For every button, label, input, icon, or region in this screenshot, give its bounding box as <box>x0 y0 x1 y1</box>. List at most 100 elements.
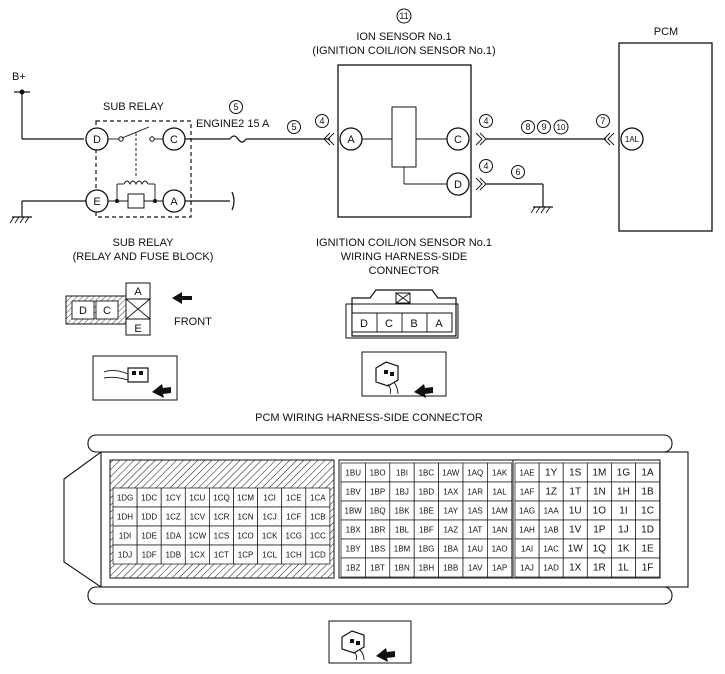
pcm-terminal-label: 1BB <box>443 564 458 573</box>
svg-text:1AL: 1AL <box>625 135 640 144</box>
pcm-terminal-label: 1CC <box>310 532 326 541</box>
connector-view-icon-pcm <box>328 620 412 664</box>
pcm-terminal-label: 1DH <box>117 513 133 522</box>
pcm-terminal-label: 1CT <box>214 551 229 560</box>
pcm-terminal-label: 1CK <box>262 532 278 541</box>
pcm-terminal-label: 1BP <box>370 488 385 497</box>
callout-4-d: 4 <box>483 161 488 171</box>
pcm-terminal-label: 1AZ <box>443 526 458 535</box>
pcm-terminal-label: 1BG <box>418 545 434 554</box>
pcm-terminal-label: 1CM <box>237 494 254 503</box>
pcm-terminal-label: 1AN <box>492 526 508 535</box>
callout-9: 9 <box>541 122 546 132</box>
ion-sensor-subtitle: (IGNITION COIL/ION SENSOR No.1) <box>312 45 495 57</box>
coil-connector-face: D C B A <box>345 289 459 339</box>
pcm-terminal-label: 1CZ <box>166 513 181 522</box>
ion-sensor-pin-c <box>446 127 470 151</box>
pcm-terminal-label: 1S <box>569 468 582 479</box>
pcm-terminal-label: 1DG <box>117 494 133 503</box>
svg-text:C: C <box>454 134 462 146</box>
svg-text:D: D <box>79 305 87 317</box>
svg-text:A: A <box>347 134 355 146</box>
relay-switch <box>121 126 150 139</box>
pcm-terminal-label: 1DJ <box>118 551 132 560</box>
pcm-terminal-label: 1CF <box>286 513 301 522</box>
pcm-terminal-label: 1C <box>641 506 654 517</box>
callout-5-fuse: 5 <box>233 102 238 112</box>
pcm-terminal-label: 1BN <box>394 564 410 573</box>
callout-10: 10 <box>557 123 566 132</box>
pcm-terminal-label: 1DA <box>165 532 181 541</box>
svg-text:E: E <box>93 196 100 208</box>
pcm-terminal-cell <box>487 557 513 578</box>
pcm-terminal-label: 1W <box>568 544 584 555</box>
pcm-terminal-label: 1BZ <box>346 564 361 573</box>
pcm-terminal-label: 1DI <box>119 532 131 541</box>
ion-sensor-title: ION SENSOR No.1 <box>356 31 451 43</box>
front-label: FRONT <box>174 316 212 328</box>
pcm-terminal-label: 1AO <box>492 545 508 554</box>
pcm-terminal-label: 1E <box>641 544 654 555</box>
relay-connector-face: D C A E <box>65 282 151 336</box>
pcm-terminal-label: 1AB <box>544 526 559 535</box>
b-plus-label: B+ <box>12 71 26 83</box>
pcm-terminal-label: 1CJ <box>263 513 277 522</box>
pcm-terminal-label: 1X <box>569 563 582 574</box>
pcm-terminal-label: 1AE <box>519 469 534 478</box>
pcm-terminal-label: 1AL <box>492 488 507 497</box>
pcm-terminal-label: 1AI <box>521 545 533 554</box>
fuse-label: ENGINE2 15 A <box>196 118 270 130</box>
pcm-terminal-label: 1O <box>593 506 607 517</box>
pcm-terminal-label: 1BR <box>370 526 386 535</box>
pcm-terminal-label: 1M <box>592 468 606 479</box>
pcm-terminal-label: 1T <box>569 487 581 498</box>
pcm-terminal-label: 1CV <box>190 513 206 522</box>
pcm-terminal-label: 1G <box>617 468 631 479</box>
pcm-terminal-label: 1AQ <box>467 469 483 478</box>
pcm-terminal-label: 1BI <box>396 469 408 478</box>
pcm-terminal-label: 1BH <box>419 564 435 573</box>
pcm-terminal-label: 1AD <box>543 564 559 573</box>
pcm-terminal-label: 1CG <box>286 532 302 541</box>
pcm-terminal-label: 1AP <box>492 564 507 573</box>
pcm-terminal-label: 1BU <box>345 469 361 478</box>
pcm-terminal-label: 1D <box>641 525 654 536</box>
pcm-terminal-label: 1BW <box>345 507 363 516</box>
pcm-terminal-label: 1AC <box>543 545 559 554</box>
svg-text:D: D <box>360 318 368 330</box>
pcm-terminal-label: 1CP <box>238 551 254 560</box>
callout-4-c: 4 <box>483 116 488 126</box>
pcm-terminal-label: 1AG <box>519 507 535 516</box>
pcm-terminal-label: 1CH <box>286 551 302 560</box>
sub-relay-location-label: (RELAY AND FUSE BLOCK) <box>73 251 214 263</box>
pcm-terminal-label: 1DF <box>142 551 157 560</box>
pcm-terminal-label: 1BJ <box>395 488 409 497</box>
pcm-terminal-label: 1AK <box>492 469 508 478</box>
pcm-terminal-label: 1H <box>617 487 630 498</box>
callout-11: 11 <box>399 11 408 21</box>
pcm-terminal-label: 1BC <box>419 469 435 478</box>
ion-sensor-pin-d <box>446 172 470 196</box>
callout-6: 6 <box>515 167 520 177</box>
pcm-terminal-label: 1DB <box>165 551 181 560</box>
callout-8: 8 <box>525 122 530 132</box>
connector-view-icon-coil <box>361 351 447 398</box>
pcm-terminal-label: 1CS <box>214 532 230 541</box>
pcm-terminal-label: 1DC <box>141 494 157 503</box>
svg-text:D: D <box>454 179 462 191</box>
pcm-terminal-label: 1CY <box>165 494 181 503</box>
callout-4-a: 4 <box>319 116 324 126</box>
pcm-terminal-label: 1BE <box>419 507 434 516</box>
pcm-pin-1al <box>620 127 644 151</box>
relay-coil <box>123 180 149 186</box>
pcm-terminal-label: 1CI <box>263 494 275 503</box>
pcm-terminal-label: 1BQ <box>370 507 386 516</box>
pcm-terminal-label: 1U <box>569 506 582 517</box>
pcm-terminal-label: 1Y <box>545 468 558 479</box>
pcm-terminal-label: 1BK <box>394 507 410 516</box>
pcm-terminal-label: 1R <box>593 563 606 574</box>
